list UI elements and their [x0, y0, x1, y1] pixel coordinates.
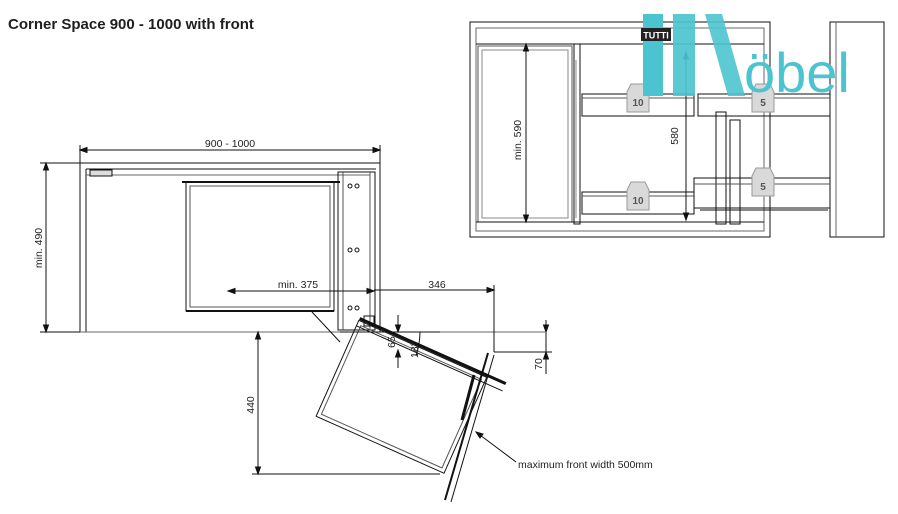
dim-front-gap: 65: [386, 336, 398, 348]
side-cabinet: [469, 21, 771, 238]
brand-logo: TUTTI öbel: [641, 14, 850, 104]
brand-badge: TUTTI: [643, 31, 669, 41]
inner-basket: [185, 181, 335, 312]
dim-height: 580: [669, 127, 681, 145]
front-width-note: maximum front width 500mm: [518, 459, 653, 471]
weight-label: 5: [760, 98, 766, 109]
dim-min-opening: min. 375: [278, 279, 318, 291]
dim-offset: 346: [428, 279, 446, 291]
dim-front-offset: 70: [533, 358, 545, 370]
front-panel: [444, 352, 489, 501]
side-view: [469, 21, 885, 238]
side-front-panel: [829, 21, 885, 238]
dim-angle: 18°: [409, 342, 421, 358]
page-title: Corner Space 900 - 1000 with front: [8, 16, 254, 33]
dim-pull-out-depth: 440: [245, 396, 257, 414]
plan-view: [40, 145, 552, 503]
dim-min-height: min. 590: [512, 120, 524, 160]
weight-label: 10: [632, 196, 644, 207]
swung-basket: [315, 317, 507, 474]
weight-label: 10: [632, 98, 644, 109]
dim-min-depth: min. 490: [33, 228, 45, 268]
mechanism-column: [337, 171, 376, 331]
weight-label: 5: [760, 182, 766, 193]
brand-wordmark: öbel: [744, 41, 850, 104]
dim-width-range: 900 - 1000: [205, 138, 255, 150]
